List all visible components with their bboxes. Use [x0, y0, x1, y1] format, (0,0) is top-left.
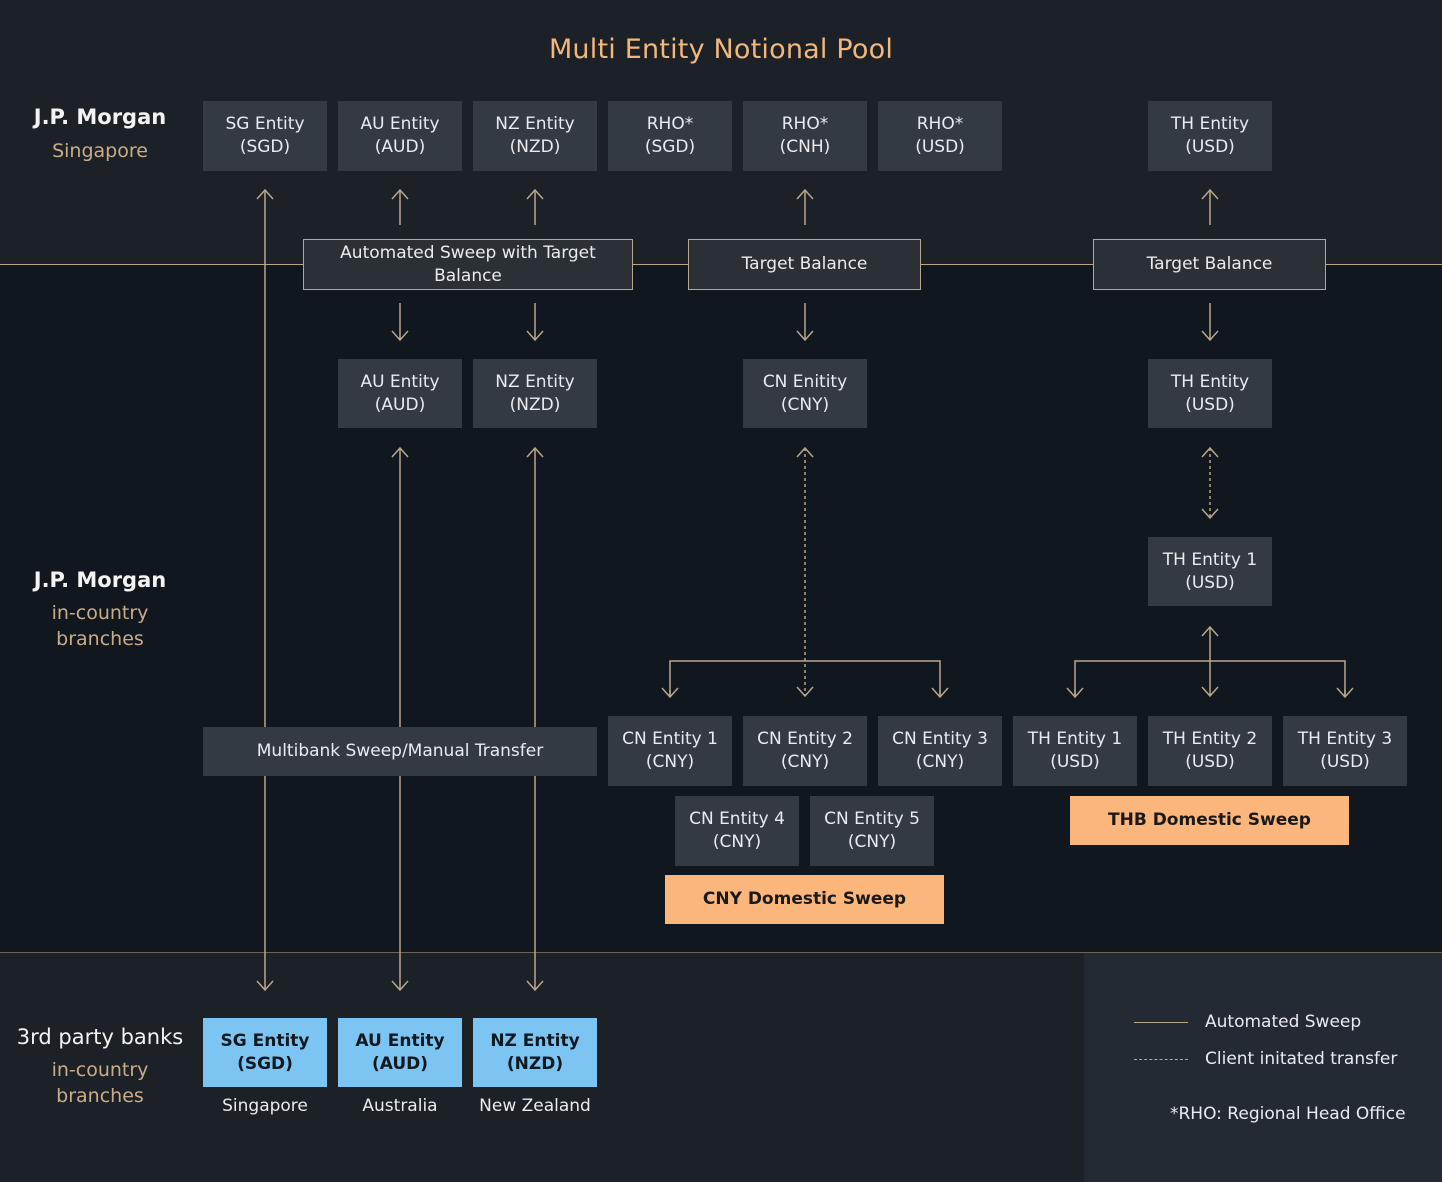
- cny-domestic-sweep: CNY Domestic Sweep: [665, 875, 944, 924]
- diagram-title: Multi Entity Notional Pool: [548, 34, 894, 65]
- row-subtitle-in-country: in-country branches: [51, 602, 149, 650]
- pool-entity-sg: SG Entity(SGD): [203, 101, 327, 171]
- country-label-new-zealand: New Zealand: [479, 1096, 591, 1116]
- legend-automated-sweep: Automated Sweep: [1205, 1012, 1362, 1032]
- cn-entity-3: CN Entity 3(CNY): [878, 716, 1002, 786]
- country-label-australia: Australia: [362, 1096, 438, 1116]
- country-label-singapore: Singapore: [222, 1096, 308, 1116]
- row-title-third-party: 3rd party banks: [16, 1025, 184, 1049]
- branch-entity-th: TH Entity(USD): [1148, 359, 1272, 428]
- cn-entity-1: CN Entity 1(CNY): [608, 716, 732, 786]
- pool-entity-rho-usd: RHO*(USD): [878, 101, 1002, 171]
- third-party-divider-line: [0, 952, 1442, 953]
- pool-entity-nz: NZ Entity(NZD): [473, 101, 597, 171]
- branch-entity-nz: NZ Entity(NZD): [473, 359, 597, 428]
- third-party-entity-au: AU Entity(AUD): [338, 1018, 462, 1087]
- th-entity-1: TH Entity 1(USD): [1013, 716, 1137, 786]
- automated-sweep-target-balance: Automated Sweep with Target Balance: [303, 239, 633, 290]
- branch-entity-au: AU Entity(AUD): [338, 359, 462, 428]
- cn-entity-2: CN Entity 2(CNY): [743, 716, 867, 786]
- pool-entity-rho-cnh: RHO*(CNH): [743, 101, 867, 171]
- legend-dashed-line: [1134, 1059, 1188, 1060]
- row-subtitle-singapore: Singapore: [52, 140, 148, 162]
- third-party-entity-nz: NZ Entity(NZD): [473, 1018, 597, 1087]
- row-title-singapore: J.P. Morgan: [33, 105, 167, 129]
- cn-sweep-bracket: [669, 660, 941, 697]
- cn-entity-5: CN Entity 5(CNY): [810, 796, 934, 866]
- legend-panel: [1084, 953, 1442, 1182]
- legend-rho-note: *RHO: Regional Head Office: [1170, 1104, 1406, 1124]
- branch-entity-th1: TH Entity 1(USD): [1148, 537, 1272, 606]
- pool-entity-au: AU Entity(AUD): [338, 101, 462, 171]
- legend-solid-line: [1134, 1022, 1188, 1023]
- target-balance-cn: Target Balance: [688, 239, 921, 290]
- third-party-entity-sg: SG Entity(SGD): [203, 1018, 327, 1087]
- th-entity-3: TH Entity 3(USD): [1283, 716, 1407, 786]
- legend-client-transfer: Client initated transfer: [1205, 1049, 1398, 1069]
- pool-entity-th: TH Entity(USD): [1148, 101, 1272, 171]
- target-balance-th: Target Balance: [1093, 239, 1326, 290]
- row-subtitle-third-party: in-country branches: [51, 1059, 149, 1107]
- pool-entity-rho-sgd: RHO*(SGD): [608, 101, 732, 171]
- th-sweep-bracket: [1074, 660, 1346, 697]
- th-entity-2: TH Entity 2(USD): [1148, 716, 1272, 786]
- cn-entity-4: CN Entity 4(CNY): [675, 796, 799, 866]
- row-title-in-country: J.P. Morgan: [33, 568, 167, 592]
- multibank-sweep-box: Multibank Sweep/Manual Transfer: [203, 727, 597, 776]
- thb-domestic-sweep: THB Domestic Sweep: [1070, 796, 1349, 845]
- branch-entity-cn: CN Enitity(CNY): [743, 359, 867, 428]
